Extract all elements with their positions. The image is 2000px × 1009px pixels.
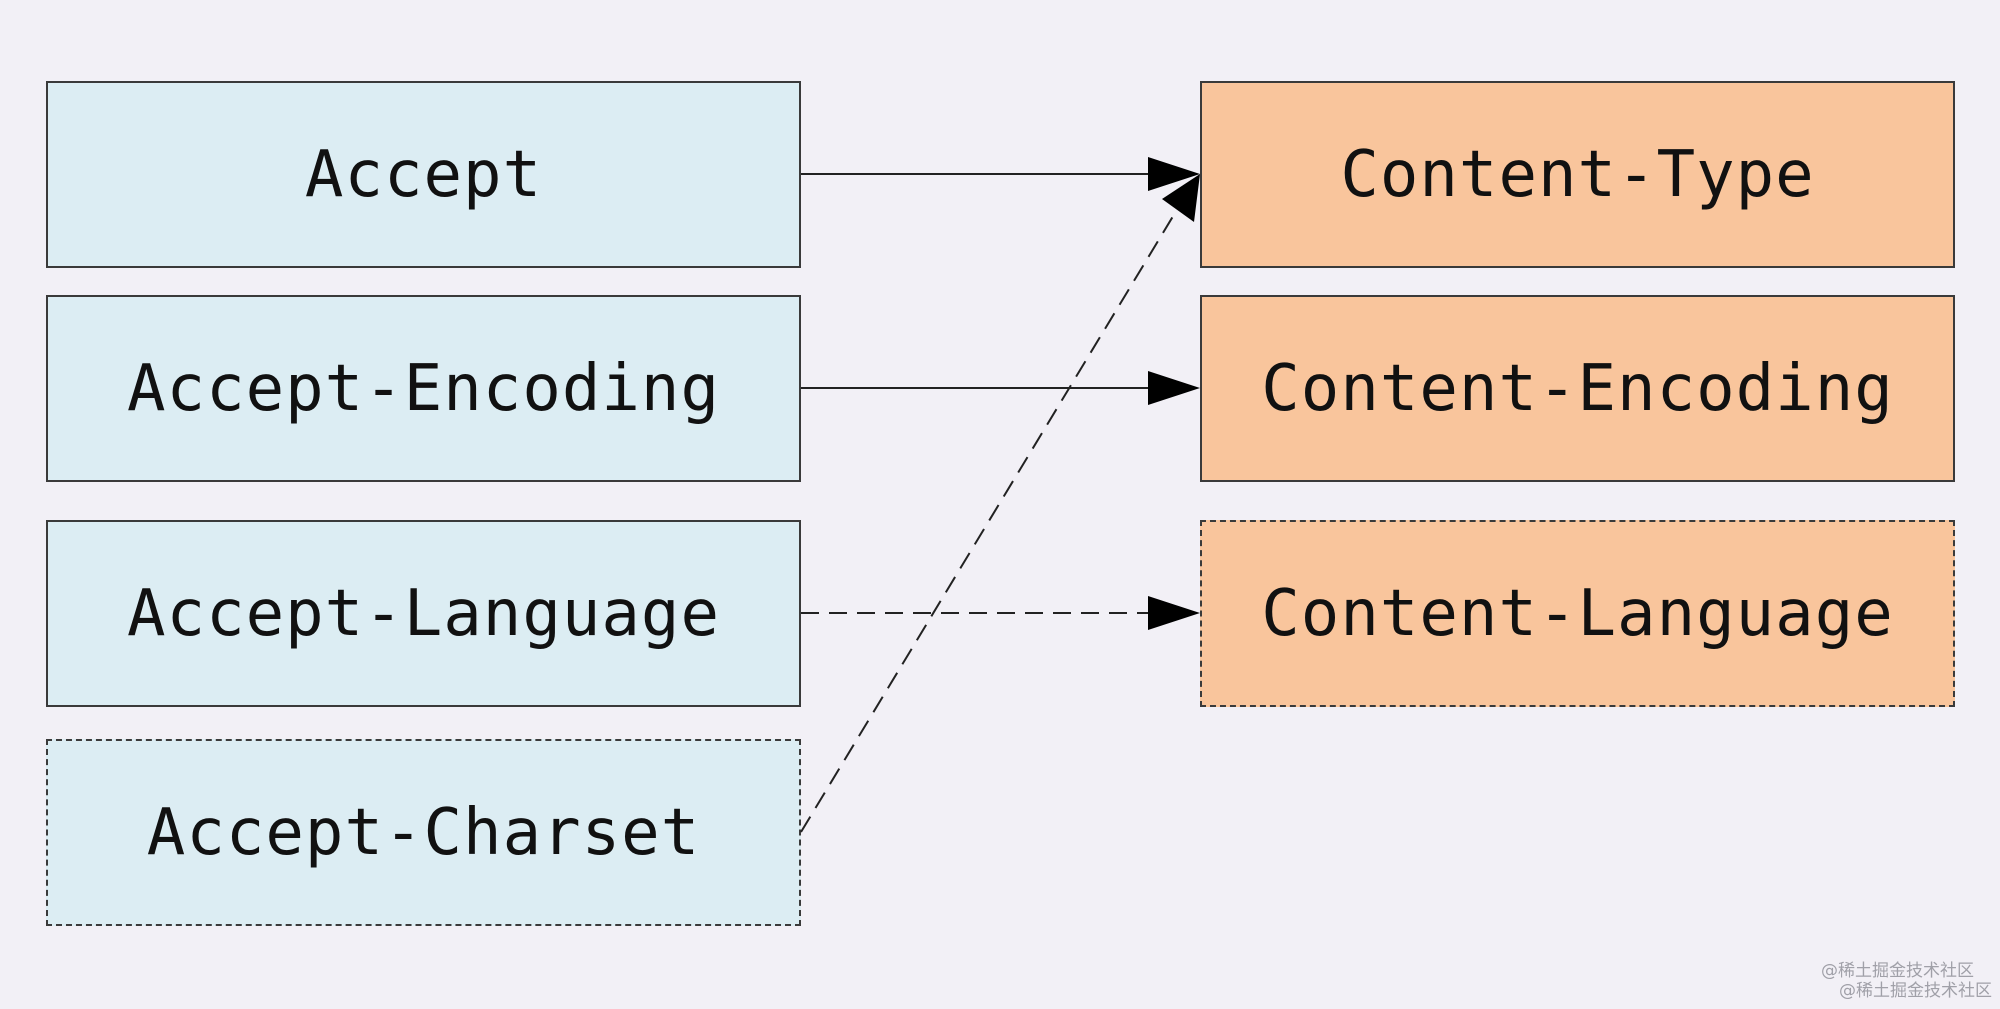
watermark-text: @稀土掘金技术社区 — [1839, 981, 1992, 1001]
arrow-accept-charset-to-content-type — [800, 207, 1179, 833]
request-header-accept: Accept — [46, 81, 801, 268]
response-header-label: Content-Type — [1340, 137, 1815, 212]
request-header-label: Accept-Charset — [146, 795, 701, 870]
response-header-label: Content-Language — [1261, 576, 1894, 651]
request-header-accept-encoding: Accept-Encoding — [46, 295, 801, 482]
arrowhead-icon — [1162, 174, 1200, 222]
watermark-text: @稀土掘金技术社区 — [1821, 961, 1974, 981]
response-header-content-encoding: Content-Encoding — [1200, 295, 1955, 482]
arrowhead-icon — [1148, 371, 1200, 405]
request-header-accept-language: Accept-Language — [46, 520, 801, 707]
arrowhead-icon — [1148, 596, 1200, 630]
request-header-label: Accept-Language — [127, 576, 720, 651]
request-header-accept-charset: Accept-Charset — [46, 739, 801, 926]
request-header-label: Accept — [304, 137, 543, 212]
request-header-label: Accept-Encoding — [127, 351, 720, 426]
response-header-content-type: Content-Type — [1200, 81, 1955, 268]
arrowhead-icon — [1148, 157, 1200, 191]
response-header-label: Content-Encoding — [1261, 351, 1894, 426]
response-header-content-language: Content-Language — [1200, 520, 1955, 707]
